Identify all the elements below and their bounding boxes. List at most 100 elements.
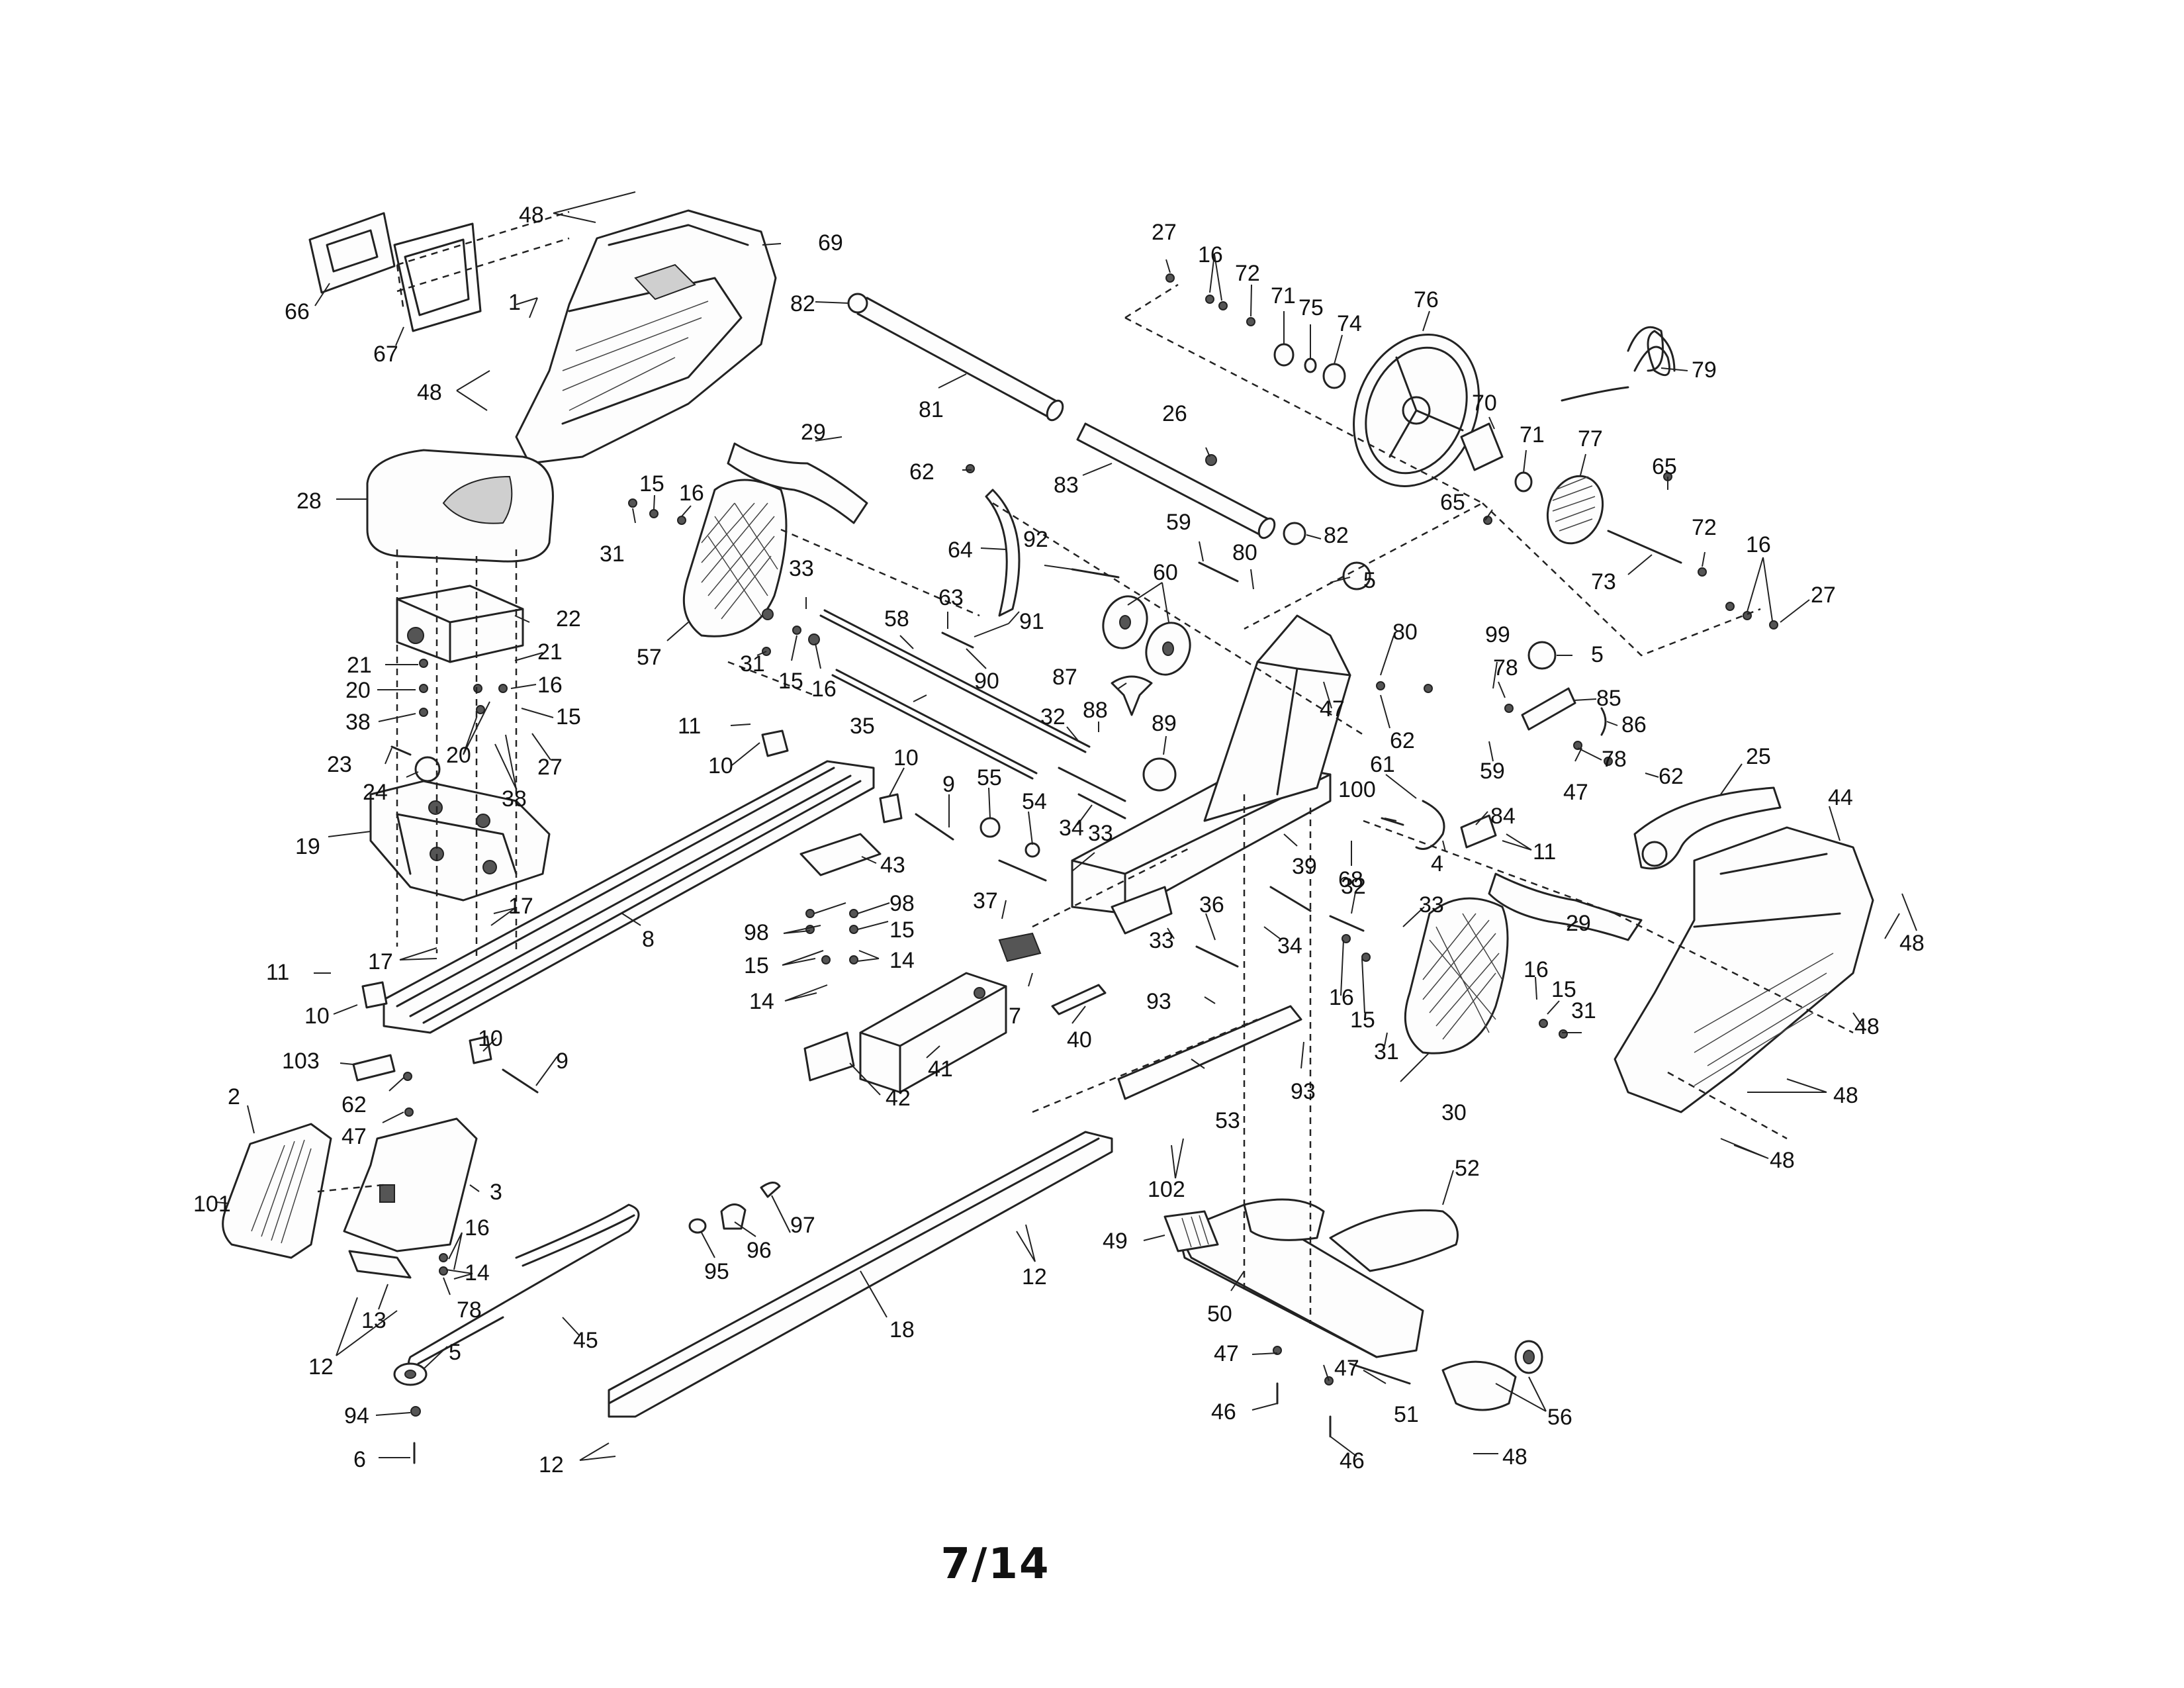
callout-25: 25	[1746, 744, 1771, 769]
callout-16: 16	[1329, 985, 1354, 1010]
part-81-upper-tube	[856, 297, 1064, 422]
part-34-tube-b	[1269, 886, 1312, 912]
part-9-bolt-a	[915, 813, 954, 841]
callout-7: 7	[1009, 1004, 1021, 1029]
callout-58: 58	[884, 606, 909, 632]
part-58-pedal-axle	[819, 609, 1091, 753]
callout-43: 43	[880, 853, 905, 878]
part-74-bearing	[1322, 363, 1346, 389]
callout-47: 47	[1214, 1341, 1239, 1366]
assembly-dashed-lines	[317, 211, 1854, 1324]
callout-97: 97	[790, 1213, 815, 1238]
callout-10: 10	[893, 745, 919, 771]
part-8-rail	[383, 760, 875, 1034]
part-25-handle	[1633, 786, 1782, 870]
part-69-upper-shroud	[515, 209, 777, 465]
callout-82: 82	[1324, 523, 1349, 548]
part-39-main-frame	[1071, 614, 1351, 935]
callout-77: 77	[1578, 426, 1603, 451]
callout-17: 17	[368, 949, 393, 974]
callout-48: 48	[1854, 1014, 1880, 1039]
callout-34: 34	[1059, 816, 1084, 841]
callout-56: 56	[1547, 1405, 1572, 1430]
callout-100: 100	[1338, 777, 1376, 802]
part-51-bolt	[1349, 1362, 1411, 1385]
callout-65: 65	[1652, 454, 1677, 479]
part-52-cover	[1329, 1209, 1459, 1272]
callout-62: 62	[1390, 728, 1415, 753]
callout-81: 81	[919, 397, 944, 422]
callout-12: 12	[308, 1354, 334, 1380]
callout-39: 39	[1292, 854, 1317, 879]
callout-21: 21	[347, 653, 372, 678]
part-37-bolt	[998, 859, 1047, 882]
callout-89: 89	[1152, 711, 1177, 736]
callout-14: 14	[465, 1260, 490, 1286]
part-4-wire	[1415, 800, 1445, 850]
callout-20: 20	[446, 743, 471, 768]
callout-10: 10	[304, 1004, 330, 1029]
callout-57: 57	[637, 645, 662, 670]
part-85-idler-bracket	[1521, 687, 1576, 731]
part-87-knob	[1111, 675, 1153, 716]
callout-31: 31	[1571, 998, 1596, 1023]
part-67-console-bracket	[393, 222, 482, 332]
callout-47: 47	[341, 1124, 367, 1149]
callout-30: 30	[1441, 1100, 1467, 1125]
callout-76: 76	[1414, 287, 1439, 312]
callout-21: 21	[537, 639, 563, 665]
callout-10: 10	[708, 753, 733, 778]
callout-80: 80	[1232, 540, 1257, 565]
callout-46: 46	[1340, 1448, 1365, 1474]
part-10-end-cap-c	[361, 981, 388, 1009]
callout-84: 84	[1490, 804, 1516, 829]
callout-35: 35	[850, 714, 875, 739]
callout-102: 102	[1148, 1177, 1185, 1202]
callout-93: 93	[1291, 1079, 1316, 1104]
part-5-pulley-c	[1527, 641, 1557, 670]
part-96-knob	[720, 1203, 747, 1230]
callout-36: 36	[1199, 892, 1224, 917]
callout-68: 68	[1338, 867, 1363, 892]
callout-leaders	[215, 191, 1917, 1461]
callout-98: 98	[889, 891, 915, 916]
callout-50: 50	[1207, 1301, 1232, 1327]
callout-71: 71	[1520, 422, 1545, 447]
callout-95: 95	[704, 1259, 729, 1284]
callout-52: 52	[1455, 1156, 1480, 1181]
callout-27: 27	[1811, 583, 1836, 608]
hardware-dots	[403, 273, 1778, 1385]
callout-63: 63	[938, 585, 964, 610]
callout-75: 75	[1298, 295, 1324, 320]
part-32-spacer-b	[1329, 915, 1365, 932]
callout-78: 78	[1493, 655, 1518, 680]
part-42-end-cap	[803, 1031, 855, 1082]
part-52-cover-left	[1243, 1198, 1325, 1241]
callout-94: 94	[344, 1403, 369, 1429]
callout-73: 73	[1591, 569, 1616, 594]
callout-9: 9	[556, 1049, 569, 1074]
callout-47: 47	[1334, 1356, 1359, 1381]
callout-16: 16	[465, 1215, 490, 1241]
callout-74: 74	[1337, 311, 1362, 336]
callout-69: 69	[818, 230, 843, 256]
callout-65: 65	[1440, 490, 1465, 515]
callout-32: 32	[1040, 704, 1066, 729]
callout-24: 24	[363, 780, 388, 805]
callout-55: 55	[977, 765, 1002, 790]
callout-4: 4	[1431, 851, 1443, 876]
part-100-screw	[1381, 817, 1404, 826]
callout-51: 51	[1394, 1402, 1419, 1427]
part-97-clip	[760, 1182, 781, 1198]
callout-33: 33	[1088, 821, 1113, 846]
part-41-front-frame-tube	[859, 972, 1007, 1094]
callout-27: 27	[537, 755, 563, 780]
part-82-cap-b	[1283, 522, 1306, 545]
part-89-tension-knob	[1142, 757, 1177, 792]
callout-85: 85	[1596, 686, 1621, 711]
part-10-end-cap-a	[761, 729, 789, 757]
part-53-plate	[1117, 1005, 1302, 1100]
part-10-end-cap-d	[469, 1035, 492, 1064]
part-54-washer	[1024, 842, 1040, 858]
